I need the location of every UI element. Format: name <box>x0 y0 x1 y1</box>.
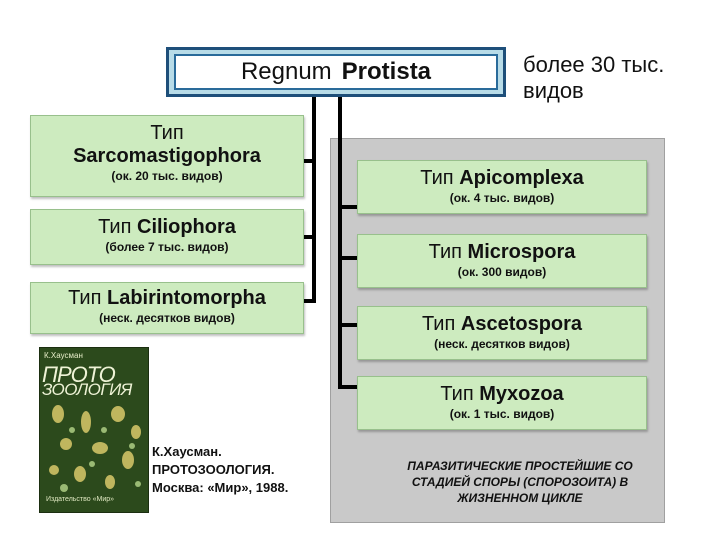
type-prefix: Тип <box>420 167 453 189</box>
type-name: Apicomplexa <box>459 167 583 189</box>
type-prefix: Тип <box>68 287 101 309</box>
connector-right-3 <box>338 323 358 327</box>
parasitic-caption-line2: СТАДИЕЙ СПОРЫ (СПОРОЗОИТА) В <box>380 474 660 490</box>
type-box-sarcomastigophora: Тип Sarcomastigophora (ок. 20 тыс. видов… <box>30 115 304 197</box>
book-cover-publisher: Издательство «Мир» <box>46 496 114 503</box>
connector-right-1 <box>338 205 358 209</box>
species-count-note: более 30 тыс. видов <box>523 52 664 104</box>
type-prefix: Тип <box>429 241 462 263</box>
species-count-line2: видов <box>523 78 664 104</box>
connector-left-2 <box>304 235 316 239</box>
root-node: Regnum Protista <box>166 47 506 97</box>
parasitic-caption-line3: ЖИЗНЕННОМ ЦИКЛЕ <box>380 490 660 506</box>
type-name: Labirintomorpha <box>107 287 266 309</box>
type-box-ascetospora: Тип Ascetospora (неск. десятков видов) <box>357 306 647 360</box>
root-name: Protista <box>342 58 431 86</box>
type-species-count: (неск. десятков видов) <box>31 310 303 326</box>
parasitic-caption-line1: ПАРАЗИТИЧЕСКИЕ ПРОСТЕЙШИЕ СО <box>380 458 660 474</box>
connector-right-4 <box>338 385 358 389</box>
type-prefix: Тип <box>440 383 473 405</box>
type-prefix: Тип <box>422 313 455 335</box>
type-name: Ascetospora <box>461 313 582 335</box>
book-reference: К.Хаусман. ПРОТОЗООЛОГИЯ. Москва: «Мир»,… <box>152 443 288 497</box>
type-name: Sarcomastigophora <box>73 145 261 167</box>
type-name: Microspora <box>468 241 576 263</box>
species-count-line1: более 30 тыс. <box>523 52 664 78</box>
type-box-microspora: Тип Microspora (ок. 300 видов) <box>357 234 647 288</box>
reference-title: ПРОТОЗООЛОГИЯ. <box>152 461 288 479</box>
type-box-myxozoa: Тип Myxozoa (ок. 1 тыс. видов) <box>357 376 647 430</box>
connector-root-right <box>338 97 342 389</box>
type-name: Myxozoa <box>479 383 563 405</box>
connector-root-left <box>312 97 316 303</box>
reference-publisher: Москва: «Мир», 1988. <box>152 479 288 497</box>
type-box-ciliophora: Тип Ciliophora (более 7 тыс. видов) <box>30 209 304 265</box>
type-species-count: (ок. 300 видов) <box>358 264 646 280</box>
type-box-labirintomorpha: Тип Labirintomorpha (неск. десятков видо… <box>30 282 304 334</box>
parasitic-group-caption: ПАРАЗИТИЧЕСКИЕ ПРОСТЕЙШИЕ СО СТАДИЕЙ СПО… <box>380 458 660 506</box>
type-prefix: Тип <box>98 216 131 238</box>
reference-author: К.Хаусман. <box>152 443 288 461</box>
connector-left-1 <box>304 159 316 163</box>
connector-right-2 <box>338 256 358 260</box>
type-species-count: (ок. 20 тыс. видов) <box>31 168 303 184</box>
book-cover-title-line2: ЗООЛОГИЯ <box>42 380 132 400</box>
type-species-count: (ок. 1 тыс. видов) <box>358 406 646 422</box>
type-box-apicomplexa: Тип Apicomplexa (ок. 4 тыс. видов) <box>357 160 647 214</box>
connector-left-3 <box>304 299 316 303</box>
type-prefix: Тип <box>31 122 303 145</box>
type-species-count: (более 7 тыс. видов) <box>31 239 303 255</box>
type-species-count: (ок. 4 тыс. видов) <box>358 190 646 206</box>
root-node-inner: Regnum Protista <box>174 54 498 90</box>
root-prefix: Regnum <box>241 58 332 86</box>
type-species-count: (неск. десятков видов) <box>358 336 646 352</box>
book-cover-author: К.Хаусман <box>44 351 83 360</box>
type-name: Ciliophora <box>137 216 236 238</box>
